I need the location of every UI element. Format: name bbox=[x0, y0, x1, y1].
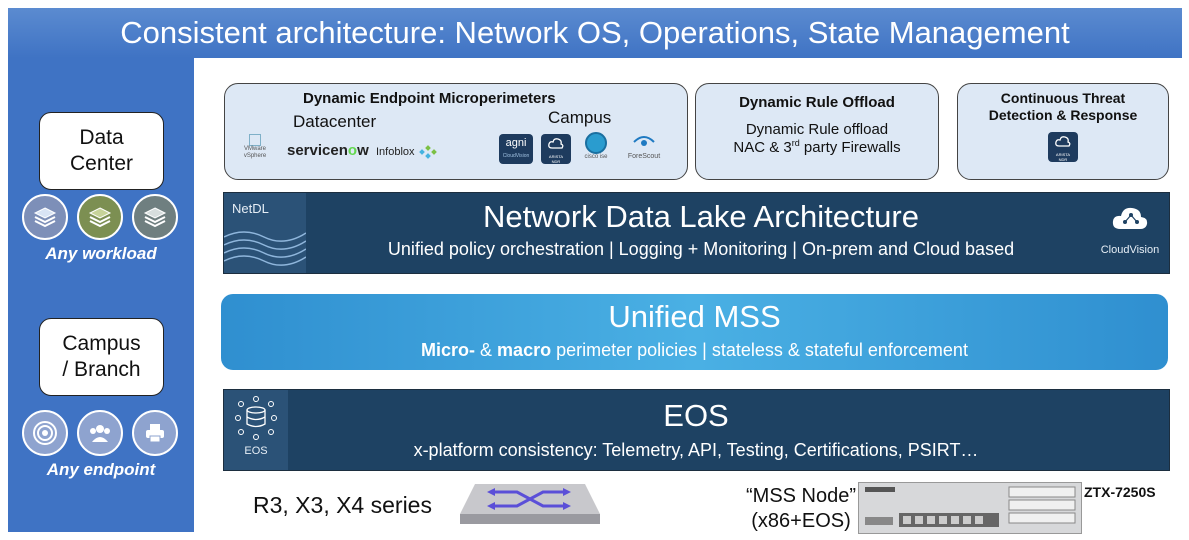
rule-line2-part1: NAC & 3 bbox=[733, 139, 792, 156]
threat-title-1: Continuous Threat bbox=[1000, 90, 1126, 106]
arista-label-2: NDR bbox=[551, 159, 561, 164]
netdl-tag: NetDL bbox=[232, 201, 269, 216]
agni-logo: agni CloudVision bbox=[499, 134, 533, 164]
endpoint-microperimeters-box: Dynamic Endpoint Microperimeters Datacen… bbox=[224, 83, 688, 180]
cloudvision-icon bbox=[1112, 207, 1148, 229]
campus-branch-box: Campus / Branch bbox=[39, 318, 164, 396]
rule-line2-part2: party Firewalls bbox=[799, 139, 901, 156]
mss-sub-amp: & bbox=[475, 340, 498, 360]
mss-title: Unified MSS bbox=[608, 299, 781, 334]
netdl-subtitle: Unified policy orchestration | Logging +… bbox=[387, 239, 1015, 259]
series-label: R3, X3, X4 series bbox=[253, 492, 432, 518]
forescout-label: ForeScout bbox=[627, 153, 661, 160]
ztx-label: ZTX-7250S bbox=[1084, 484, 1156, 500]
mss-sub-rest: perimeter policies | stateless & statefu… bbox=[551, 340, 968, 360]
workload-icons bbox=[22, 194, 182, 240]
cisco-ise-label: cisco ise bbox=[584, 154, 608, 160]
datacenter-label: Datacenter bbox=[293, 112, 377, 131]
layers-icon bbox=[22, 194, 68, 240]
infoblox-logo: Infoblox bbox=[376, 144, 438, 160]
agni-label: agni bbox=[505, 137, 527, 149]
servicenow-part-2: o bbox=[347, 142, 358, 159]
cloudvision-label: CloudVision bbox=[1100, 244, 1160, 256]
data-lake-icon bbox=[224, 231, 306, 266]
threat-arista-label-2: NDR bbox=[1058, 157, 1068, 162]
mss-sub-micro: Micro- bbox=[421, 340, 476, 360]
vmware-label-2: vSphere bbox=[243, 153, 267, 159]
mss-node-line2: (x86+EOS) bbox=[751, 510, 851, 532]
rule-offload-title: Dynamic Rule Offload bbox=[739, 94, 895, 111]
eos-bar: EOS EOS x-platform consistency: Telemetr… bbox=[223, 389, 1170, 471]
eye-icon bbox=[633, 136, 655, 146]
data-center-label-1: Data bbox=[79, 126, 124, 149]
threat-title-2: Detection & Response bbox=[988, 107, 1138, 123]
printer-icon bbox=[132, 410, 178, 456]
data-center-label-2: Center bbox=[69, 152, 134, 175]
vmware-label-1: VMware bbox=[243, 146, 266, 152]
cloudvision-logo: CloudVision bbox=[1094, 203, 1166, 256]
page-title: Consistent architecture: Network OS, Ope… bbox=[8, 8, 1182, 58]
cisco-ise-logo: cisco ise bbox=[581, 132, 611, 160]
servicenow-part-1: servicen bbox=[287, 142, 348, 159]
eos-subtitle: x-platform consistency: Telemetry, API, … bbox=[413, 440, 979, 460]
any-endpoint-label: Any endpoint bbox=[46, 460, 156, 479]
mss-node-line1: “MSS Node” bbox=[746, 485, 857, 507]
infoblox-icon bbox=[418, 145, 437, 159]
rule-offload-line2: NAC & 3rd party Firewalls bbox=[696, 138, 938, 156]
cloud-icon bbox=[548, 138, 564, 149]
eos-title: EOS bbox=[663, 398, 729, 433]
rule-offload-line1: Dynamic Rule offload bbox=[745, 121, 889, 138]
vmware-logo: VMware vSphere bbox=[235, 134, 275, 160]
netdl-graphic: NetDL bbox=[224, 193, 306, 273]
netdl-title: Network Data Lake Architecture bbox=[483, 199, 919, 234]
mss-sub-macro: macro bbox=[497, 340, 552, 360]
infoblox-label: Infoblox bbox=[376, 145, 415, 158]
threat-arista-label-1: ARISTA bbox=[1055, 152, 1071, 157]
layers-icon bbox=[132, 194, 178, 240]
mss-subtitle: Micro- & macro perimeter policies | stat… bbox=[221, 340, 1168, 361]
users-icon bbox=[77, 410, 123, 456]
eos-tag: EOS bbox=[244, 445, 268, 457]
arista-label-1: ARISTA bbox=[548, 154, 564, 159]
mss-node-label: “MSS Node” (x86+EOS) bbox=[746, 484, 856, 534]
campus-label: Campus bbox=[548, 108, 612, 127]
rule-line2-sup: rd bbox=[791, 138, 800, 148]
database-network-icon bbox=[235, 396, 277, 440]
arista-ndr-logo: ARISTA NDR bbox=[1048, 132, 1078, 162]
layers-icon bbox=[77, 194, 123, 240]
eos-graphic: EOS bbox=[224, 390, 288, 470]
unified-mss-bar: Unified MSS Micro- & macro perimeter pol… bbox=[221, 294, 1168, 370]
endpoint-box-title: Dynamic Endpoint Microperimeters bbox=[303, 90, 556, 107]
netdl-bar: NetDL Network Data Lake Architecture Uni… bbox=[223, 192, 1170, 274]
threat-detection-box: Continuous Threat Detection & Response A… bbox=[957, 83, 1169, 180]
arista-ndr-logo: ARISTA NDR bbox=[541, 134, 571, 164]
data-center-box: Data Center bbox=[39, 112, 164, 190]
switch-icon bbox=[455, 480, 605, 530]
campus-label-2: / Branch bbox=[62, 358, 141, 381]
rule-offload-box: Dynamic Rule Offload Dynamic Rule offloa… bbox=[695, 83, 939, 180]
cloud-icon bbox=[1055, 136, 1071, 147]
any-workload-label: Any workload bbox=[45, 244, 157, 263]
forescout-logo: ForeScout bbox=[621, 134, 667, 160]
campus-label-1: Campus bbox=[62, 332, 141, 355]
wireless-icon bbox=[22, 410, 68, 456]
servicenow-logo: servicenow bbox=[287, 142, 369, 159]
server-appliance-icon bbox=[858, 482, 1082, 534]
endpoint-icons bbox=[22, 410, 182, 456]
servicenow-part-3: w bbox=[357, 142, 369, 159]
agni-sub-label: CloudVision bbox=[502, 153, 530, 159]
